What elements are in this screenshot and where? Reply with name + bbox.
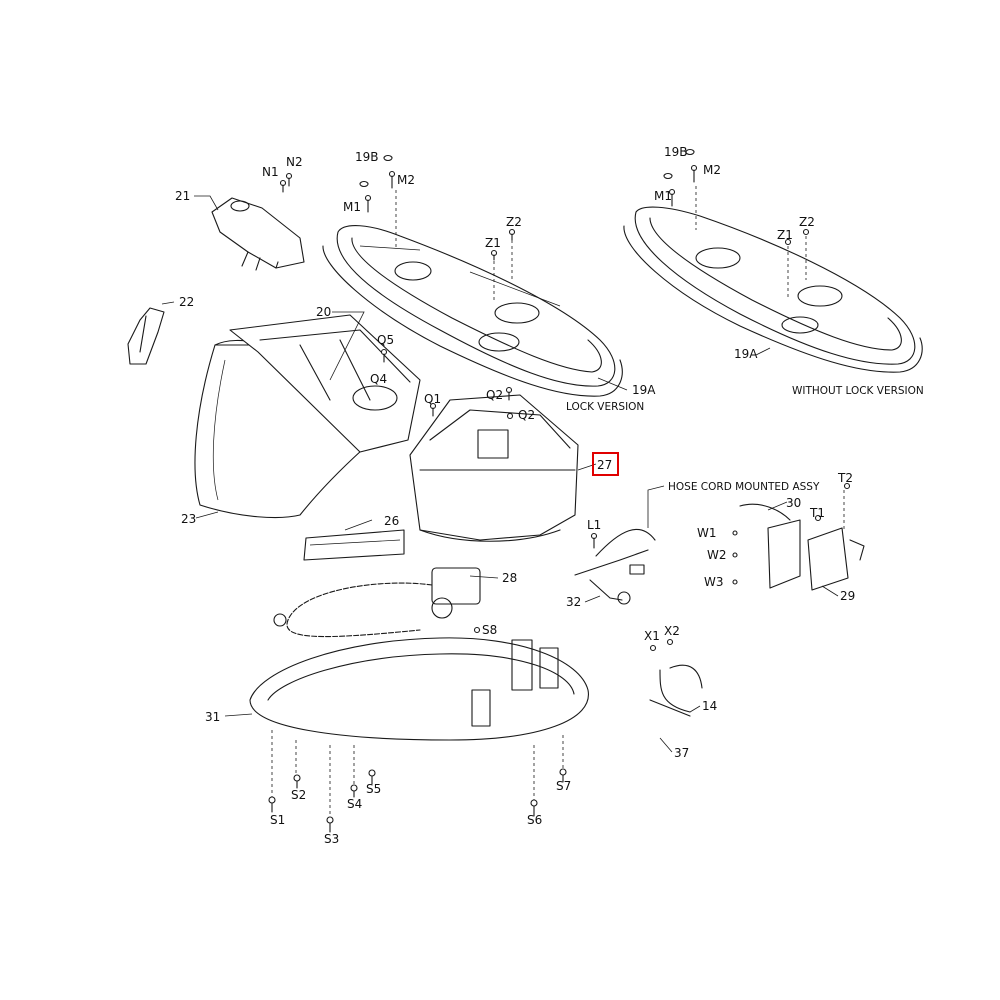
leader-lines xyxy=(161,195,839,753)
fastener-labels: N1 N2 M1 M2 Z1 Z2 M1 M2 Z1 Z2 Q5 Q4 Q1 Q… xyxy=(262,155,853,846)
label-S8: S8 xyxy=(482,623,497,637)
label-Z1-lock: Z1 xyxy=(485,236,501,250)
label-Q2b: Q2 xyxy=(518,408,535,422)
label-W1: W1 xyxy=(697,526,717,540)
label-Z2-lock: Z2 xyxy=(506,215,522,229)
label-23: 23 xyxy=(181,512,196,526)
label-37: 37 xyxy=(674,746,689,760)
label-M1-lock: M1 xyxy=(343,200,361,214)
label-S2: S2 xyxy=(291,788,306,802)
label-T1: T1 xyxy=(809,506,825,520)
label-Z1-nolock: Z1 xyxy=(777,228,793,242)
note-hose-cord: HOSE CORD MOUNTED ASSY xyxy=(668,481,820,493)
part-31-base-plate xyxy=(249,637,589,741)
label-S1: S1 xyxy=(270,813,285,827)
highlight-box xyxy=(592,452,619,476)
label-W2: W2 xyxy=(707,548,727,562)
label-X2: X2 xyxy=(664,624,680,638)
label-21: 21 xyxy=(175,189,190,203)
part-21-lock-mechanism xyxy=(211,197,305,271)
part-28-pump-hose xyxy=(273,567,481,638)
label-32: 32 xyxy=(566,595,581,609)
part-19a-nolock-cover xyxy=(623,206,923,373)
label-31: 31 xyxy=(205,710,220,724)
label-M1-nolock: M1 xyxy=(654,189,672,203)
label-14: 14 xyxy=(702,699,717,713)
label-19b-lock: 19B xyxy=(355,150,379,164)
label-N2: N2 xyxy=(286,155,303,169)
screw-icon xyxy=(268,164,851,833)
assembly-dashed-lines xyxy=(271,186,845,818)
note-lock-version: LOCK VERSION xyxy=(566,401,644,413)
label-22: 22 xyxy=(179,295,194,309)
label-S5: S5 xyxy=(366,782,381,796)
label-20: 20 xyxy=(316,305,331,319)
label-S3: S3 xyxy=(324,832,339,846)
part-19a-lock-cover xyxy=(322,225,623,397)
label-19a-lock: 19A xyxy=(632,383,656,397)
label-T2: T2 xyxy=(837,471,853,485)
label-S4: S4 xyxy=(347,797,362,811)
label-30: 30 xyxy=(786,496,801,510)
label-Q2a: Q2 xyxy=(486,388,503,402)
label-L1: L1 xyxy=(587,518,601,532)
label-26: 26 xyxy=(384,514,399,528)
part-14-wire-assembly xyxy=(649,664,703,717)
label-Q5: Q5 xyxy=(377,333,394,347)
note-without-lock: WITHOUT LOCK VERSION xyxy=(792,385,924,397)
label-N1: N1 xyxy=(262,165,279,179)
part-labels: 21 22 20 23 26 28 31 32 30 29 14 37 19A … xyxy=(175,145,855,760)
label-S6: S6 xyxy=(527,813,542,827)
label-27: 27 xyxy=(597,458,612,472)
main-housing xyxy=(229,314,421,453)
label-S7: S7 xyxy=(556,779,571,793)
label-19a-nolock: 19A xyxy=(734,347,758,361)
label-Z2-nolock: Z2 xyxy=(799,215,815,229)
highlight-27: 27 xyxy=(592,452,619,476)
label-W3: W3 xyxy=(704,575,724,589)
part-29-switch xyxy=(807,527,865,591)
part-30-pcb xyxy=(739,503,801,589)
notes: LOCK VERSION WITHOUT LOCK VERSION HOSE C… xyxy=(566,385,924,493)
washer-icon xyxy=(359,148,695,188)
label-Q4: Q4 xyxy=(370,372,387,386)
label-M2-nolock: M2 xyxy=(703,163,721,177)
label-28: 28 xyxy=(502,571,517,585)
label-29: 29 xyxy=(840,589,855,603)
part-27-rear-base xyxy=(409,394,579,542)
label-19b-nolock: 19B xyxy=(664,145,688,159)
part-22-clip xyxy=(127,307,165,365)
label-X1: X1 xyxy=(644,629,660,643)
label-M2-lock: M2 xyxy=(397,173,415,187)
label-Q1: Q1 xyxy=(424,392,441,406)
part-32-hose-cord xyxy=(574,528,656,605)
part-26-strip xyxy=(303,529,405,561)
